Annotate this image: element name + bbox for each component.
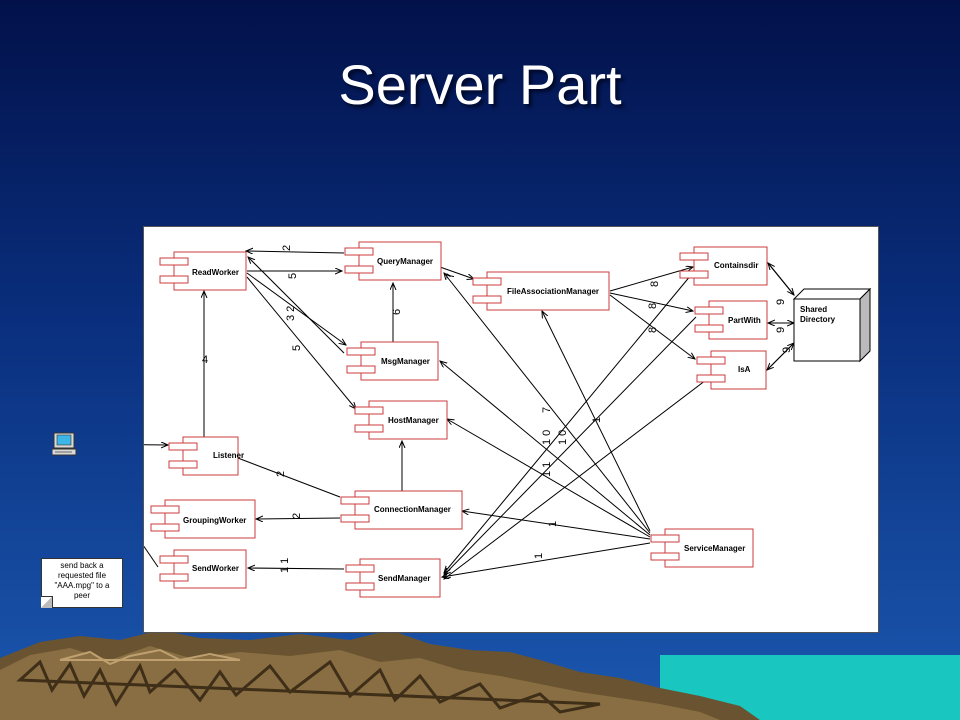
slide-title: Server Part xyxy=(338,53,622,116)
component-groupingworker: GroupingWorker xyxy=(150,499,256,539)
note-fold-corner xyxy=(41,596,53,608)
edge-client-to-listener xyxy=(144,444,168,445)
shared-directory-label-line1: Shared xyxy=(800,305,827,314)
edge-service-to-hostmanager xyxy=(447,419,651,538)
edge-service-to-msgmanager xyxy=(440,361,651,536)
component-label: HostManager xyxy=(388,416,439,425)
component-diagram: 2 5 3 2 5 6 7 8 8 8 9 9 9 4 3 1 2 2 2 1 … xyxy=(144,241,872,598)
component-containsdir: Containsdir xyxy=(679,246,768,286)
component-readworker: ReadWorker xyxy=(159,251,247,291)
component-label: FileAssociationManager xyxy=(507,287,599,296)
component-partwith: PartWith xyxy=(694,300,768,340)
component-fileassociationmanager: FileAssociationManager xyxy=(472,271,610,311)
diagram-panel: 2 5 3 2 5 6 7 8 8 8 9 9 9 4 3 1 2 2 2 1 … xyxy=(143,226,879,633)
edge-isa-to-sendmanager xyxy=(444,376,711,579)
edge-label: 2 xyxy=(281,245,293,251)
component-isa: IsA xyxy=(696,350,767,390)
note-box: send back a requested file "AAA.mpg" to … xyxy=(41,558,123,608)
edge-partwith-to-sendmanager xyxy=(444,316,697,575)
edge-label: 7 xyxy=(445,273,457,279)
edge-label: 7 xyxy=(541,407,553,413)
edge-label: 9 xyxy=(775,327,787,333)
edge-fam-to-containsdir xyxy=(609,267,693,292)
mountain-landscape xyxy=(0,630,960,720)
component-label: GroupingWorker xyxy=(183,516,246,525)
edge-label: 9 xyxy=(781,347,793,353)
edge-label: 6 xyxy=(391,309,403,315)
component-msgmanager: MsgManager xyxy=(346,341,439,381)
component-label: MsgManager xyxy=(381,357,430,366)
edge-label: 8 xyxy=(647,327,659,333)
edge-service-to-conn xyxy=(462,511,651,540)
edge-label: 2 xyxy=(275,471,287,477)
edge-readworker-to-msgmanager-a xyxy=(246,272,346,345)
edge-label: 8 xyxy=(649,281,661,287)
edge-label: 5 xyxy=(291,345,303,351)
component-sendworker: SendWorker xyxy=(159,549,247,589)
component-servicemanager: ServiceManager xyxy=(650,528,754,568)
edge-service-to-sendmanager xyxy=(442,542,651,577)
note-line: "AAA.mpg" to a xyxy=(54,581,110,590)
note-line: peer xyxy=(73,591,90,600)
edge-fam-to-partwith xyxy=(609,292,693,311)
edge-label: 1 xyxy=(591,417,603,423)
component-label: Containsdir xyxy=(714,261,758,270)
shared-directory-label-line2: Directory xyxy=(800,315,836,324)
edge-label: 4 xyxy=(202,354,208,366)
edge-sendmanager-to-sendworker xyxy=(248,568,345,569)
edge-label: 9 xyxy=(775,299,787,305)
edge-label: 8 xyxy=(647,303,659,309)
edge-qm-to-fam xyxy=(439,266,474,279)
edge-readworker-to-hostmanager xyxy=(246,276,356,409)
component-querymanager: QueryManager xyxy=(344,241,442,281)
edge-service-to-qm xyxy=(444,273,651,534)
edge-conn-to-grouping xyxy=(256,518,341,519)
component-label: SendManager xyxy=(378,574,430,583)
component-label: PartWith xyxy=(728,316,761,325)
computer-icon xyxy=(52,432,77,456)
edge-label: 5 xyxy=(287,273,299,279)
note-line: send back a xyxy=(60,561,104,570)
component-connectionmanager: ConnectionManager xyxy=(340,490,463,530)
edge-label: 1 xyxy=(533,553,545,559)
edge-msgmanager-to-readworker xyxy=(248,257,345,354)
edge-label: 1 1 xyxy=(279,558,291,573)
edge-shared-to-containsdir xyxy=(768,263,795,296)
edge-client-to-sendworker xyxy=(144,545,159,568)
edge-label: 1 0 xyxy=(541,430,553,445)
component-label: IsA xyxy=(738,365,751,374)
edge-label: 1 0 xyxy=(557,430,569,445)
component-label: ConnectionManager xyxy=(374,505,451,514)
component-label: QueryManager xyxy=(377,257,433,266)
edge-qm-to-readworker xyxy=(246,251,345,253)
edge-fam-to-isa xyxy=(609,294,695,359)
edge-service-to-fam xyxy=(542,311,651,532)
component-hostmanager: HostManager xyxy=(354,400,448,440)
component-label: ReadWorker xyxy=(192,268,239,277)
component-sendmanager: SendManager xyxy=(345,558,441,598)
edge-shared-to-isa xyxy=(767,342,795,370)
component-listener: Listener xyxy=(168,436,244,476)
note-line: requested file xyxy=(57,571,107,580)
edge-conn-to-listener xyxy=(230,455,341,498)
shared-directory-node: Shared Directory xyxy=(792,287,872,363)
edge-label: 1 xyxy=(547,521,559,527)
edge-label: 3 2 xyxy=(285,306,297,321)
edge-label: 1 1 xyxy=(541,462,553,477)
component-label: Listener xyxy=(213,451,244,460)
edge-containsdir-to-sendmanager xyxy=(444,268,697,573)
component-label: SendWorker xyxy=(192,564,239,573)
edge-label: 2 xyxy=(291,513,303,519)
component-label: ServiceManager xyxy=(684,544,745,553)
